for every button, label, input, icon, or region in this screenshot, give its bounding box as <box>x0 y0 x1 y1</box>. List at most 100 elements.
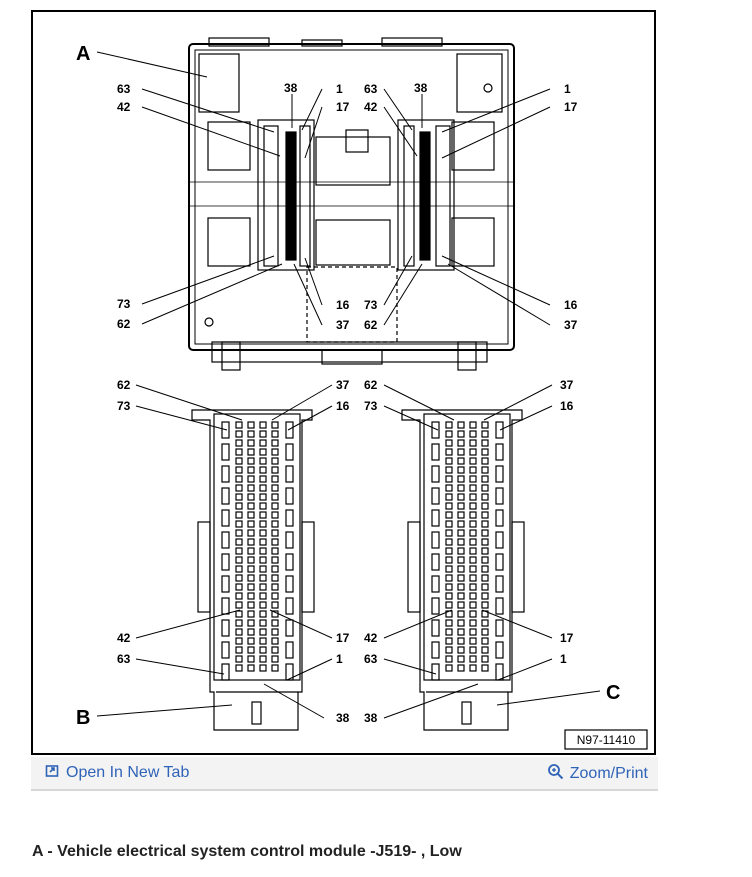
pin-cavity <box>247 664 255 672</box>
pin-cavity <box>259 565 267 573</box>
pin-cavity <box>469 448 477 456</box>
pin-cavity <box>235 664 243 672</box>
label-a-left-63: 63 <box>117 82 131 96</box>
pin-cavity <box>481 529 489 537</box>
pin-cavity <box>247 502 255 510</box>
pin-cavity <box>481 628 489 636</box>
pin-cavity <box>457 619 465 627</box>
pin-cavity <box>431 465 440 483</box>
letter-b: B <box>76 707 90 729</box>
pin-cavity <box>247 556 255 564</box>
pin-cavity <box>469 565 477 573</box>
pin-cavity <box>457 601 465 609</box>
pin-cavity <box>247 646 255 654</box>
pin-cavity <box>285 465 294 483</box>
pin-cavity <box>457 421 465 429</box>
pin-cavity <box>445 430 453 438</box>
label-c-42: 42 <box>364 631 378 645</box>
connector-b-body <box>191 409 315 731</box>
label-a-right-37: 37 <box>564 318 578 332</box>
pin-cavity <box>481 421 489 429</box>
pin-cavity <box>445 493 453 501</box>
pin-cavity <box>469 664 477 672</box>
pin-cavity <box>457 466 465 474</box>
pin-cavity <box>481 484 489 492</box>
module-a-housing <box>188 37 515 371</box>
label-b-17: 17 <box>336 631 350 645</box>
pin-cavity <box>259 646 267 654</box>
pin-cavity <box>469 430 477 438</box>
pin-cavity <box>285 619 294 637</box>
label-b-42: 42 <box>117 631 131 645</box>
pin-cavity <box>481 520 489 528</box>
pin-cavity <box>259 664 267 672</box>
pin-cavity <box>221 443 230 461</box>
pin-cavity <box>285 663 294 681</box>
pin-cavity <box>259 655 267 663</box>
module-a-slot-left <box>257 119 315 271</box>
pin-cavity <box>247 448 255 456</box>
pin-cavity <box>481 448 489 456</box>
pin-cavity <box>457 592 465 600</box>
pin-cavity <box>247 610 255 618</box>
pin-cavity <box>481 457 489 465</box>
pin-cavity <box>481 655 489 663</box>
pin-cavity <box>469 538 477 546</box>
pin-cavity <box>259 619 267 627</box>
label-b-37: 37 <box>336 378 350 392</box>
pin-cavity <box>481 511 489 519</box>
pin-cavity <box>469 583 477 591</box>
pin-cavity <box>481 592 489 600</box>
label-c-38: 38 <box>364 711 378 725</box>
pin-cavity <box>259 547 267 555</box>
pin-cavity <box>481 439 489 447</box>
pin-cavity <box>457 646 465 654</box>
pin-cavity <box>285 597 294 615</box>
pin-cavity <box>259 637 267 645</box>
pin-cavity <box>235 493 243 501</box>
pin-cavity <box>235 529 243 537</box>
pin-cavity <box>247 574 255 582</box>
pin-cavity <box>247 601 255 609</box>
pin-cavity <box>235 520 243 528</box>
pin-cavity <box>259 421 267 429</box>
pin-cavity <box>469 592 477 600</box>
pin-cavity <box>481 574 489 582</box>
pin-cavity <box>259 484 267 492</box>
pin-cavity <box>271 457 279 465</box>
pin-cavity <box>235 592 243 600</box>
pin-cavity <box>469 520 477 528</box>
label-c-63: 63 <box>364 652 378 666</box>
pin-cavity <box>469 574 477 582</box>
pin-cavity <box>271 520 279 528</box>
pin-cavity <box>271 430 279 438</box>
pin-cavity <box>271 493 279 501</box>
pin-cavity <box>259 475 267 483</box>
pin-cavity <box>469 475 477 483</box>
open-in-new-tab-link[interactable]: Open In New Tab <box>45 763 189 783</box>
label-b-1: 1 <box>336 652 343 666</box>
pin-cavity <box>247 655 255 663</box>
pin-cavity <box>259 574 267 582</box>
pin-cavity <box>457 628 465 636</box>
label-a-left-17: 17 <box>336 100 350 114</box>
pin-cavity <box>431 531 440 549</box>
label-a-left-16: 16 <box>336 298 350 312</box>
pin-cavity <box>285 553 294 571</box>
pin-cavity <box>247 520 255 528</box>
pin-cavity <box>481 664 489 672</box>
pin-cavity <box>445 664 453 672</box>
pin-cavity <box>271 601 279 609</box>
zoom-print-link[interactable]: Zoom/Print <box>547 763 648 785</box>
pin-cavity <box>259 592 267 600</box>
pin-cavity <box>445 529 453 537</box>
pin-cavity <box>445 520 453 528</box>
pin-cavity <box>469 502 477 510</box>
pin-cavity <box>221 465 230 483</box>
pin-cavity <box>235 475 243 483</box>
pin-cavity <box>235 610 243 618</box>
pin-cavity <box>481 502 489 510</box>
pin-cavity <box>271 466 279 474</box>
label-b-63: 63 <box>117 652 131 666</box>
pin-cavity <box>271 664 279 672</box>
